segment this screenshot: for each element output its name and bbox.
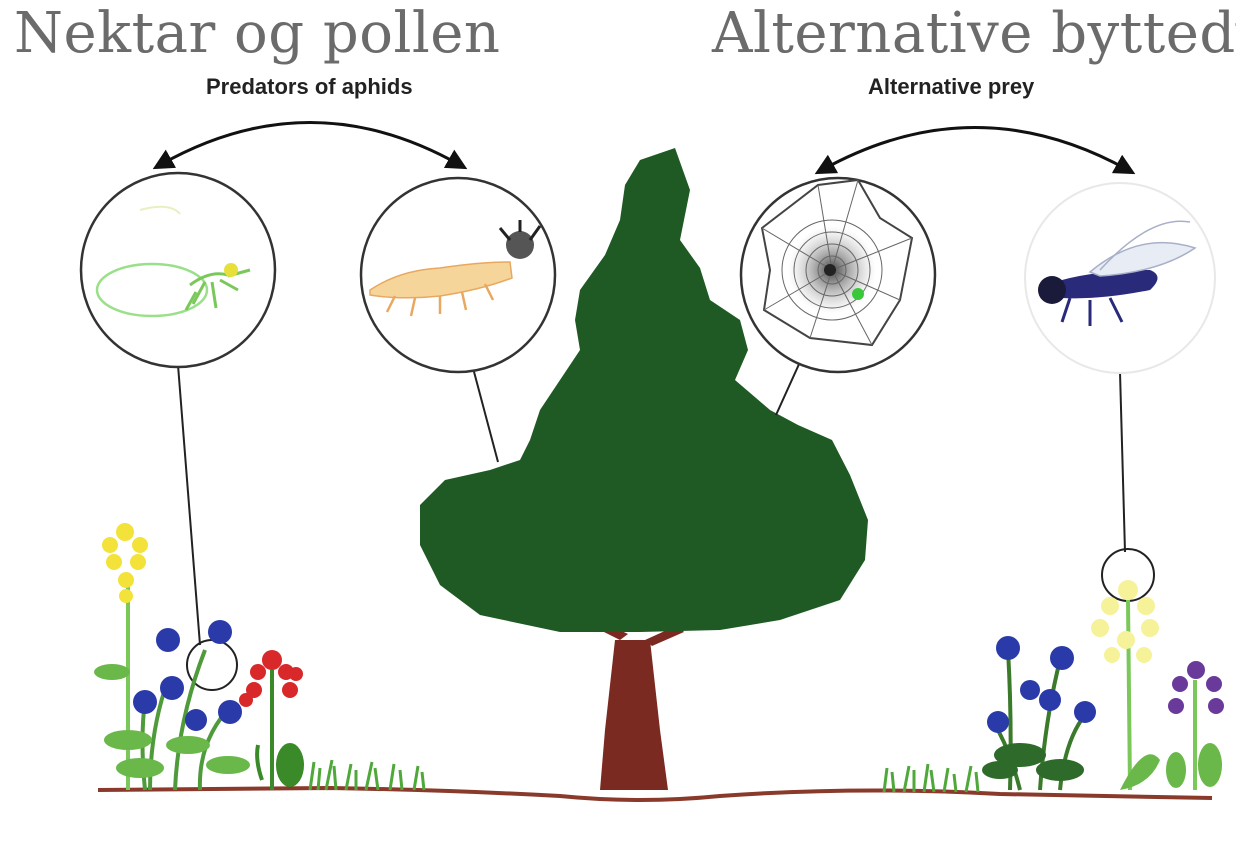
arrow-right-curve: [822, 128, 1128, 171]
grass-tuft-right: [884, 764, 978, 792]
arrow-left-curve: [160, 123, 460, 166]
flower-group-left: [94, 523, 304, 790]
lacewing-larva-icon: [81, 173, 275, 367]
grass-tuft-left: [310, 760, 424, 790]
ladybird-larva-icon: [361, 178, 555, 372]
flower-group-right: [982, 580, 1224, 790]
fly-icon: [1025, 183, 1215, 373]
tree-trunk: [600, 640, 668, 790]
spider-web-icon: [741, 178, 935, 372]
